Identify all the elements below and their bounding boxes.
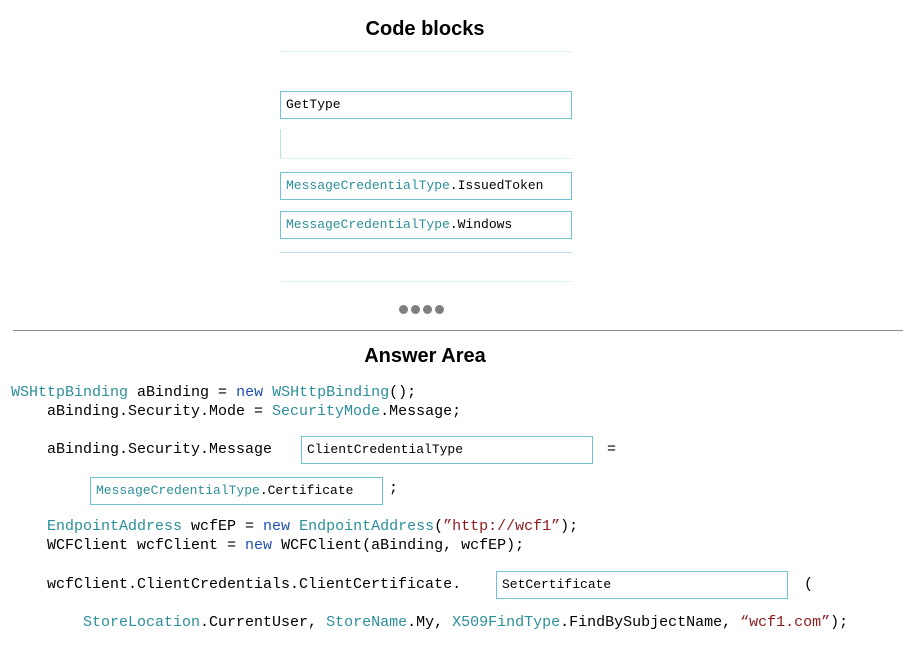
answer-slot-member: ClientCredentialType <box>307 442 464 457</box>
code-line-5: EndpointAddress wcfEP = new EndpointAddr… <box>47 518 578 536</box>
code-token: WCFClient(aBinding, wcfEP); <box>272 537 525 554</box>
code-line-2: aBinding.Security.Mode = SecurityMode.Me… <box>47 403 461 421</box>
code-token: WSHttpBinding <box>11 384 129 401</box>
code-token: aBinding.Security.Mode = <box>47 403 273 420</box>
code-block-member: .IssuedToken <box>449 178 544 193</box>
answer-slot-member: SetCertificate <box>502 577 612 592</box>
code-line-8: StoreLocation.CurrentUser, StoreName.My,… <box>83 614 848 632</box>
code-token: ); <box>830 614 849 631</box>
answer-slot-1[interactable]: ClientCredentialType <box>301 436 593 464</box>
answer-slot-member: .Certificate <box>259 483 354 498</box>
code-block-gettype[interactable]: GetType <box>280 91 572 119</box>
code-token: X509FindType <box>452 614 561 631</box>
code-line-1: WSHttpBinding aBinding = new WSHttpBindi… <box>11 384 416 402</box>
code-line-3: aBinding.Security.Message <box>47 441 272 459</box>
code-blocks-title: Code blocks <box>365 18 485 40</box>
code-token: new <box>236 384 264 401</box>
code-block-type: MessageCredentialType <box>286 178 450 193</box>
code-token: aBinding.Security.Message <box>47 441 273 458</box>
pager-dot[interactable] <box>411 305 420 314</box>
empty-code-block-slot <box>280 129 281 158</box>
code-token: wcfEP = <box>182 518 264 535</box>
code-token: .Message; <box>380 403 462 420</box>
drop-guide-line <box>280 51 572 52</box>
code-token: ; <box>389 480 399 497</box>
code-token: aBinding = <box>128 384 237 401</box>
code-block-issuedtoken[interactable]: MessageCredentialType.IssuedToken <box>280 172 572 200</box>
code-token: WSHttpBinding <box>272 384 390 401</box>
code-token <box>263 384 272 401</box>
code-token: SecurityMode <box>272 403 381 420</box>
answer-slot-2[interactable]: MessageCredentialType.Certificate <box>90 477 383 505</box>
code-block-type: MessageCredentialType <box>286 217 450 232</box>
drop-guide-line <box>280 252 572 253</box>
drop-guide-line <box>280 281 572 282</box>
answer-area-title: Answer Area <box>364 345 486 367</box>
code-token: .CurrentUser, <box>200 614 327 631</box>
code-block-windows[interactable]: MessageCredentialType.Windows <box>280 211 572 239</box>
code-token: wcfClient.ClientCredentials.ClientCertif… <box>47 576 462 593</box>
code-token <box>290 518 299 535</box>
code-token: ”http://wcf1” <box>443 518 561 535</box>
code-token: ( <box>434 518 444 535</box>
code-block-member: GetType <box>286 97 341 112</box>
code-token: .FindBySubjectName, <box>560 614 741 631</box>
code-token: EndpointAddress <box>299 518 435 535</box>
code-token: “wcf1.com” <box>740 614 831 631</box>
code-token: new <box>245 537 273 554</box>
code-token: StoreName <box>326 614 408 631</box>
pager-dot[interactable] <box>435 305 444 314</box>
code-token: ); <box>560 518 579 535</box>
section-divider <box>13 330 903 331</box>
code-token: EndpointAddress <box>47 518 183 535</box>
code-token: StoreLocation <box>83 614 201 631</box>
code-line-3-tail: = <box>607 441 616 459</box>
code-line-7-tail: ( <box>804 576 813 594</box>
code-line-7: wcfClient.ClientCredentials.ClientCertif… <box>47 576 461 594</box>
code-token: .My, <box>407 614 453 631</box>
code-line-6: WCFClient wcfClient = new WCFClient(aBin… <box>47 537 524 555</box>
code-token: WCFClient wcfClient = <box>47 537 246 554</box>
pager-dot[interactable] <box>399 305 408 314</box>
drop-guide-line <box>280 158 572 159</box>
pager-dots[interactable] <box>399 305 444 315</box>
code-token: ( <box>804 576 814 593</box>
code-token: (); <box>389 384 417 401</box>
answer-slot-3[interactable]: SetCertificate <box>496 571 788 599</box>
code-token: = <box>607 441 617 458</box>
answer-slot-type: MessageCredentialType <box>96 483 260 498</box>
pager-dot[interactable] <box>423 305 432 314</box>
code-token: new <box>263 518 291 535</box>
code-line-4: ; <box>389 480 398 498</box>
code-block-member: .Windows <box>449 217 513 232</box>
